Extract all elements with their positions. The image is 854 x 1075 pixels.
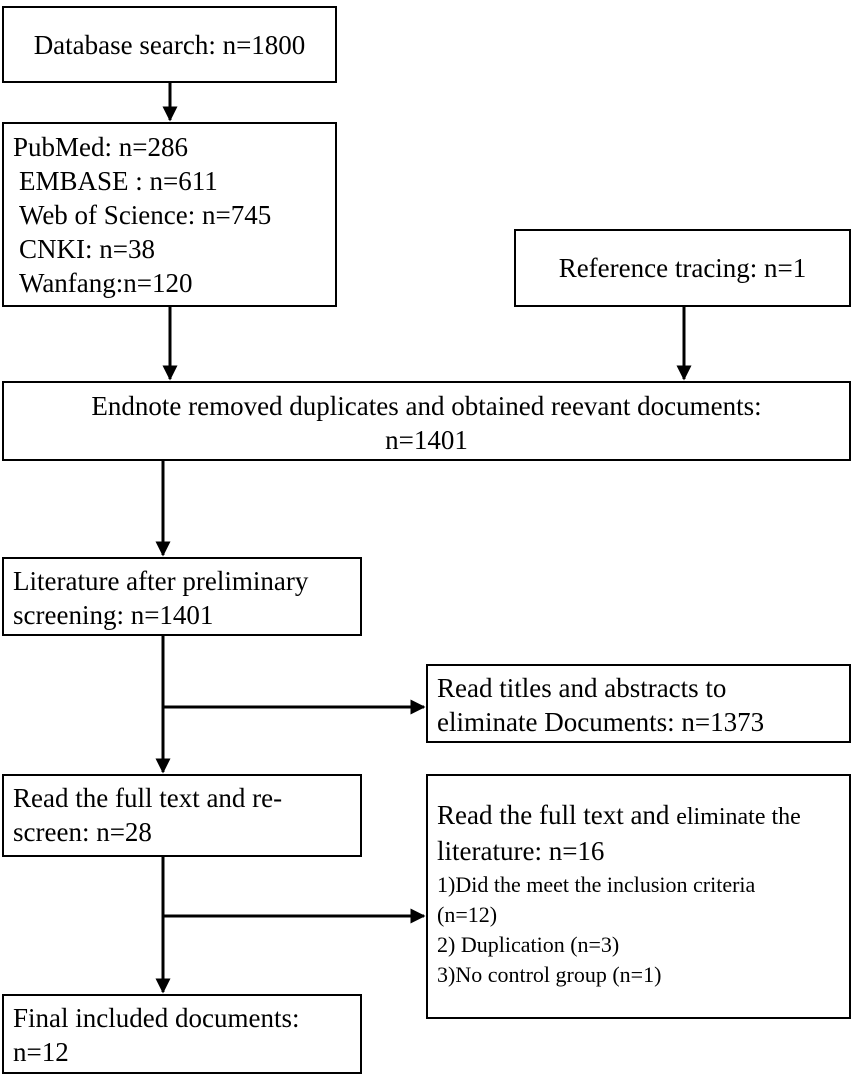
full-text-line-2: screen: n=28 bbox=[13, 817, 152, 847]
preliminary-line-1: Literature after preliminary bbox=[13, 566, 309, 596]
endnote-box: Endnote removed duplicates and obtained … bbox=[2, 381, 851, 461]
exclusion-reason-1-count: (n=12) bbox=[437, 902, 498, 927]
source-cnki: CNKI: n=38 bbox=[19, 234, 155, 264]
full-text-excluded-title-1: Read the full text and eliminate the bbox=[437, 798, 849, 834]
endnote-count: n=1401 bbox=[385, 425, 468, 455]
exclusion-reason-1: 1)Did the meet the inclusion criteria bbox=[437, 872, 756, 897]
full-text-excluded-title-1a: Read the full text and bbox=[437, 800, 677, 830]
full-text-box: Read the full text and re- screen: n=28 bbox=[2, 774, 362, 857]
source-web-of-science: Web of Science: n=745 bbox=[19, 200, 272, 230]
reference-tracing-label: Reference tracing: n=1 bbox=[558, 253, 807, 283]
final-included-box: Final included documents: n=12 bbox=[2, 994, 362, 1074]
preliminary-screening-box: Literature after preliminary screening: … bbox=[2, 557, 362, 636]
source-embase: EMBASE : n=611 bbox=[19, 166, 218, 196]
final-included-line-1: Final included documents: bbox=[13, 1003, 300, 1033]
source-pubmed: PubMed: n=286 bbox=[13, 132, 188, 162]
source-wanfang: Wanfang:n=120 bbox=[19, 268, 193, 298]
full-text-excluded-title-1b: eliminate the bbox=[676, 804, 801, 830]
full-text-excluded-box: Read the full text and eliminate the lit… bbox=[426, 774, 851, 1019]
exclusion-reason-3: 3)No control group (n=1) bbox=[437, 962, 662, 987]
database-search-label: Database search: n=1800 bbox=[33, 29, 306, 60]
abstracts-excluded-box: Read titles and abstracts to eliminate D… bbox=[426, 664, 851, 743]
endnote-line-1: Endnote removed duplicates and obtained … bbox=[91, 391, 762, 421]
full-text-line-1: Read the full text and re- bbox=[13, 783, 283, 813]
preliminary-line-2: screening: n=1401 bbox=[13, 600, 214, 630]
database-search-box: Database search: n=1800 bbox=[2, 6, 337, 83]
abstracts-excluded-line-2: eliminate Documents: n=1373 bbox=[437, 707, 765, 737]
reference-tracing-box: Reference tracing: n=1 bbox=[514, 229, 851, 307]
abstracts-excluded-line-1: Read titles and abstracts to bbox=[437, 673, 727, 703]
exclusion-reason-2: 2) Duplication (n=3) bbox=[437, 932, 620, 957]
full-text-excluded-title-2: literature: n=16 bbox=[437, 836, 605, 866]
sources-box: PubMed: n=286 EMBASE : n=611 Web of Scie… bbox=[2, 122, 337, 307]
final-included-count: n=12 bbox=[13, 1037, 69, 1067]
